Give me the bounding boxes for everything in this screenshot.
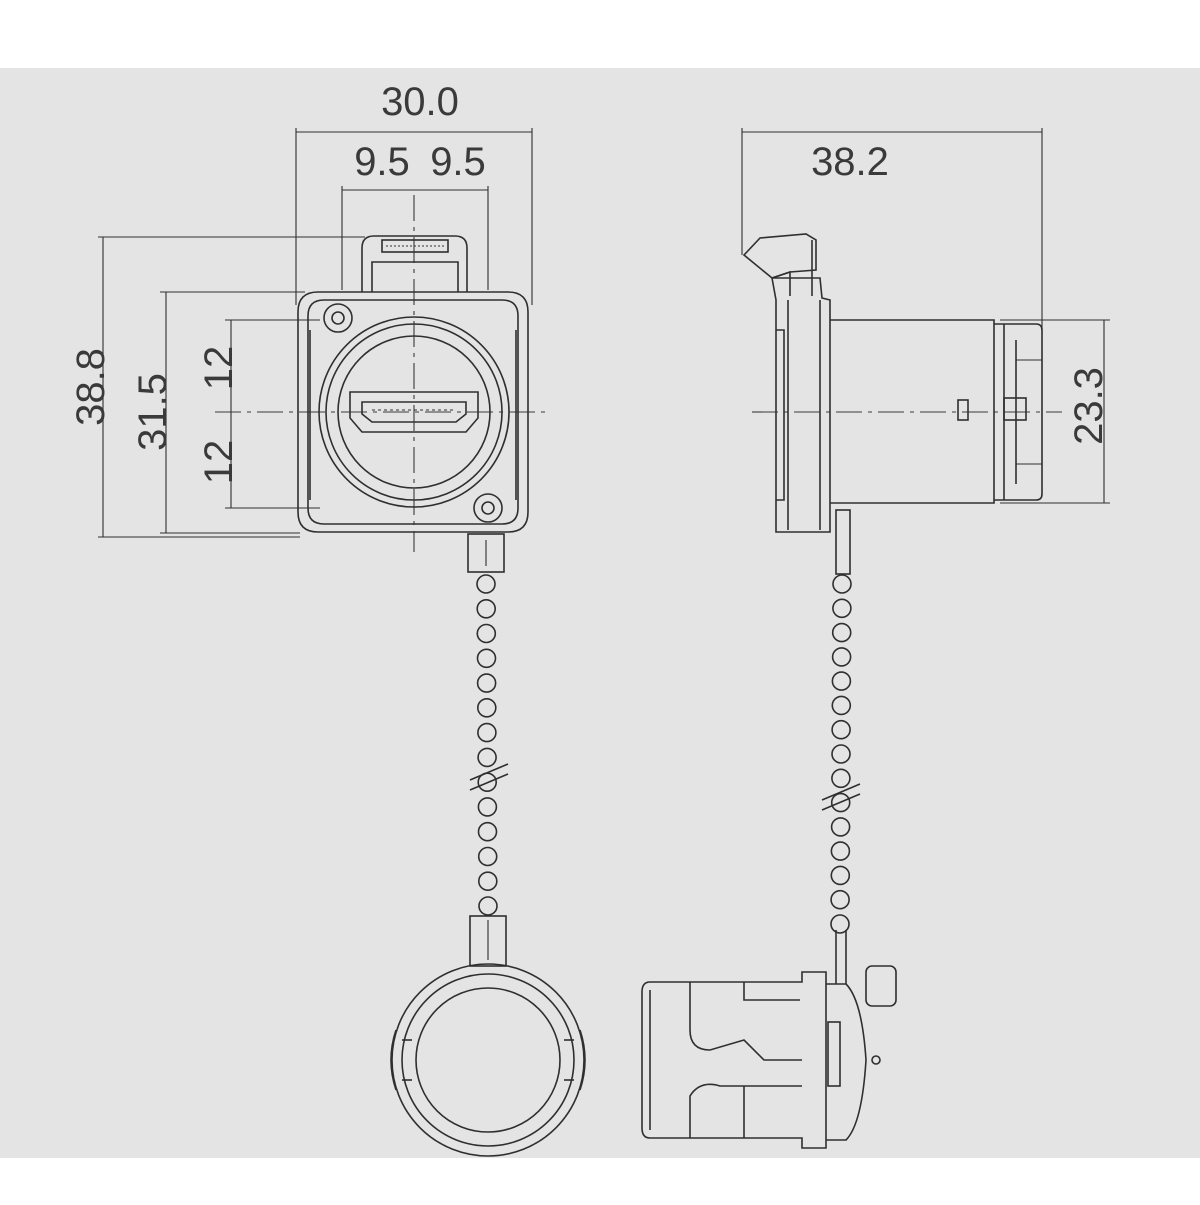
chain-bead bbox=[830, 865, 851, 886]
chain-bead bbox=[831, 647, 852, 667]
receptacle-ring bbox=[318, 316, 510, 508]
chain-bead bbox=[477, 722, 497, 743]
dim-body-height-label: 23.3 bbox=[1067, 367, 1111, 445]
connector-housing bbox=[297, 291, 529, 533]
dim-half-widths: 9.5 9.5 bbox=[341, 140, 489, 290]
chain-bead bbox=[476, 673, 497, 693]
chain-break-side bbox=[821, 783, 861, 811]
chain-bead bbox=[476, 623, 497, 644]
chain-bead bbox=[477, 821, 498, 842]
chain-bead bbox=[476, 648, 497, 669]
mount-screw-top-left bbox=[323, 303, 353, 333]
dim-height-total-label: 38.8 bbox=[69, 348, 113, 426]
front-view: 30.0 9.5 9.5 38.8 31.5 bbox=[69, 80, 586, 1157]
chain-bead bbox=[830, 914, 850, 934]
top-latch bbox=[361, 235, 468, 292]
side-flange bbox=[771, 277, 831, 533]
ball-chain-front bbox=[476, 574, 498, 916]
dim-half-right-label: 9.5 bbox=[430, 140, 486, 184]
dim-center-upper-label: 12 bbox=[197, 346, 241, 391]
chain-bead bbox=[830, 817, 851, 837]
chain-bead bbox=[476, 598, 497, 619]
dim-width-total-label: 30.0 bbox=[381, 80, 459, 124]
chain-bead bbox=[477, 797, 498, 817]
chain-bead bbox=[831, 695, 852, 716]
chain-bead bbox=[830, 841, 851, 861]
dim-height-flange: 31.5 bbox=[131, 291, 305, 534]
chain-break-front bbox=[469, 763, 509, 791]
chain-bead bbox=[476, 697, 497, 718]
side-rear-connector bbox=[994, 323, 1043, 501]
cap-hanger-front bbox=[469, 915, 507, 967]
chain-bead bbox=[831, 719, 851, 740]
chain-tail-side bbox=[835, 930, 847, 984]
dim-half-left-label: 9.5 bbox=[354, 140, 410, 184]
ball-chain-side bbox=[830, 574, 852, 934]
dim-depth-label: 38.2 bbox=[811, 140, 889, 184]
chain-bead bbox=[478, 896, 498, 916]
dim-depth: 38.2 bbox=[741, 128, 1043, 330]
dim-body-height: 23.3 bbox=[1000, 319, 1111, 504]
dim-width-total: 30.0 bbox=[295, 80, 533, 305]
chain-bead bbox=[831, 768, 851, 789]
dim-center-lower-label: 12 bbox=[197, 440, 241, 485]
chain-bead bbox=[477, 846, 498, 867]
dim-height-flange-label: 31.5 bbox=[131, 373, 175, 451]
drawing-sheet bbox=[0, 68, 1200, 1158]
chain-anchor-front bbox=[467, 533, 505, 573]
mount-screw-bottom-right bbox=[473, 493, 503, 523]
hdmi-port bbox=[349, 391, 479, 433]
chain-bead bbox=[476, 574, 496, 594]
chain-bead bbox=[831, 671, 852, 691]
dust-cap-front bbox=[390, 963, 586, 1157]
chain-bead bbox=[830, 792, 851, 813]
dim-height-total: 38.8 bbox=[69, 236, 365, 538]
chain-bead bbox=[477, 871, 498, 892]
dim-center-offsets: 12 12 bbox=[197, 319, 320, 509]
chain-bead bbox=[832, 598, 852, 619]
chain-bead bbox=[831, 622, 852, 643]
side-latch bbox=[742, 233, 817, 296]
chain-bead bbox=[831, 744, 851, 764]
chain-anchor-side bbox=[835, 509, 851, 575]
dust-cap-side bbox=[641, 965, 897, 1149]
side-body bbox=[830, 319, 995, 504]
chain-bead bbox=[477, 747, 497, 768]
side-view: 38.2 23.3 bbox=[641, 128, 1111, 1149]
chain-bead bbox=[830, 889, 850, 910]
chain-bead bbox=[832, 574, 852, 594]
